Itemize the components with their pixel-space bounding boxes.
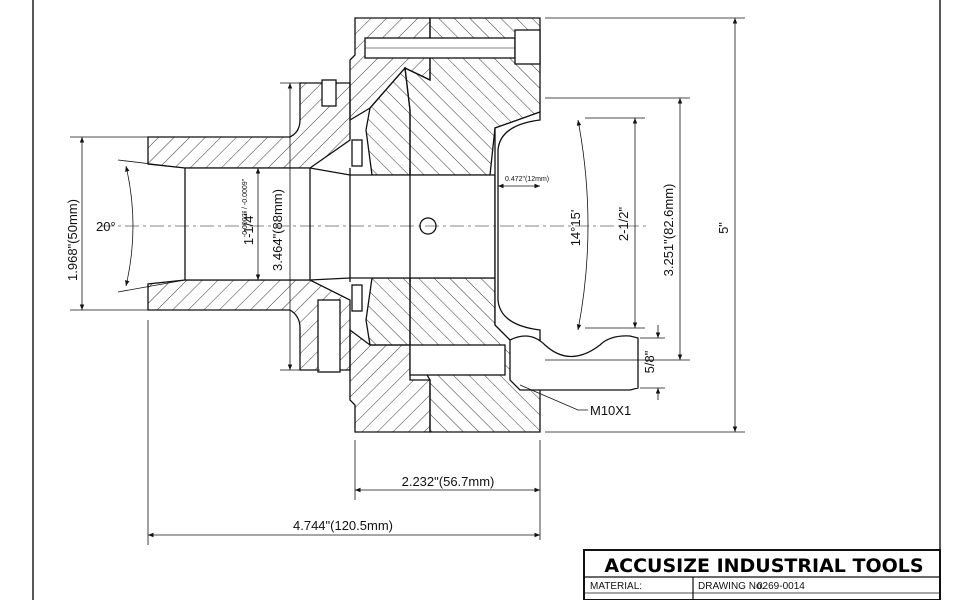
dim-total-length: 4.744"(120.5mm) (293, 518, 393, 533)
collet-sleeve-lower (365, 277, 411, 346)
dim-taper-angle: 20° (96, 219, 116, 234)
dim-inner-diameter: 3.464"(88mm) (270, 189, 285, 271)
dim-overall-height: 5" (716, 222, 731, 234)
company-name: ACCUSIZE INDUSTRIAL TOOLS (604, 555, 923, 577)
drawing-number: 0269-0014 (757, 581, 805, 592)
front-recess (494, 111, 541, 341)
set-screw-top (321, 79, 337, 107)
drawing-no-label: DRAWING No. (698, 581, 764, 592)
dim-thread-callout: M10X1 (590, 403, 631, 418)
bolt-upper-head (514, 29, 541, 65)
dimension-labels: 5" 3.251"(82.6mm) 2-1/2" 5/8" 14°15' 0.4… (65, 176, 731, 533)
dim-bore-size: 1-1/4" (241, 210, 256, 245)
material-label: MATERIAL: (590, 581, 642, 592)
bore-cavity (184, 167, 496, 281)
dim-bore-diameter: 3.251"(82.6mm) (661, 184, 676, 277)
dim-depth: 0.472"(12mm) (505, 176, 549, 183)
shank-upper-section (147, 82, 351, 169)
part-section (147, 17, 639, 433)
dim-collet-opening: 2-1/2" (616, 206, 631, 241)
set-screw-bottom (317, 299, 341, 373)
title-block (583, 549, 941, 600)
dim-body-length: 2.232"(56.7mm) (402, 474, 495, 489)
dimension-lines (70, 17, 745, 545)
dim-shank-diameter: 1.968"(50mm) (65, 199, 80, 281)
dim-bolt-size: 5/8" (642, 350, 657, 373)
drawing-border (32, 0, 941, 600)
dim-collet-angle: 14°15' (568, 210, 583, 247)
clamping-pin (509, 335, 639, 391)
bolt-lower (409, 344, 506, 376)
dim-bore-tolerance: -0.0002" / -0.0009" (242, 178, 249, 237)
